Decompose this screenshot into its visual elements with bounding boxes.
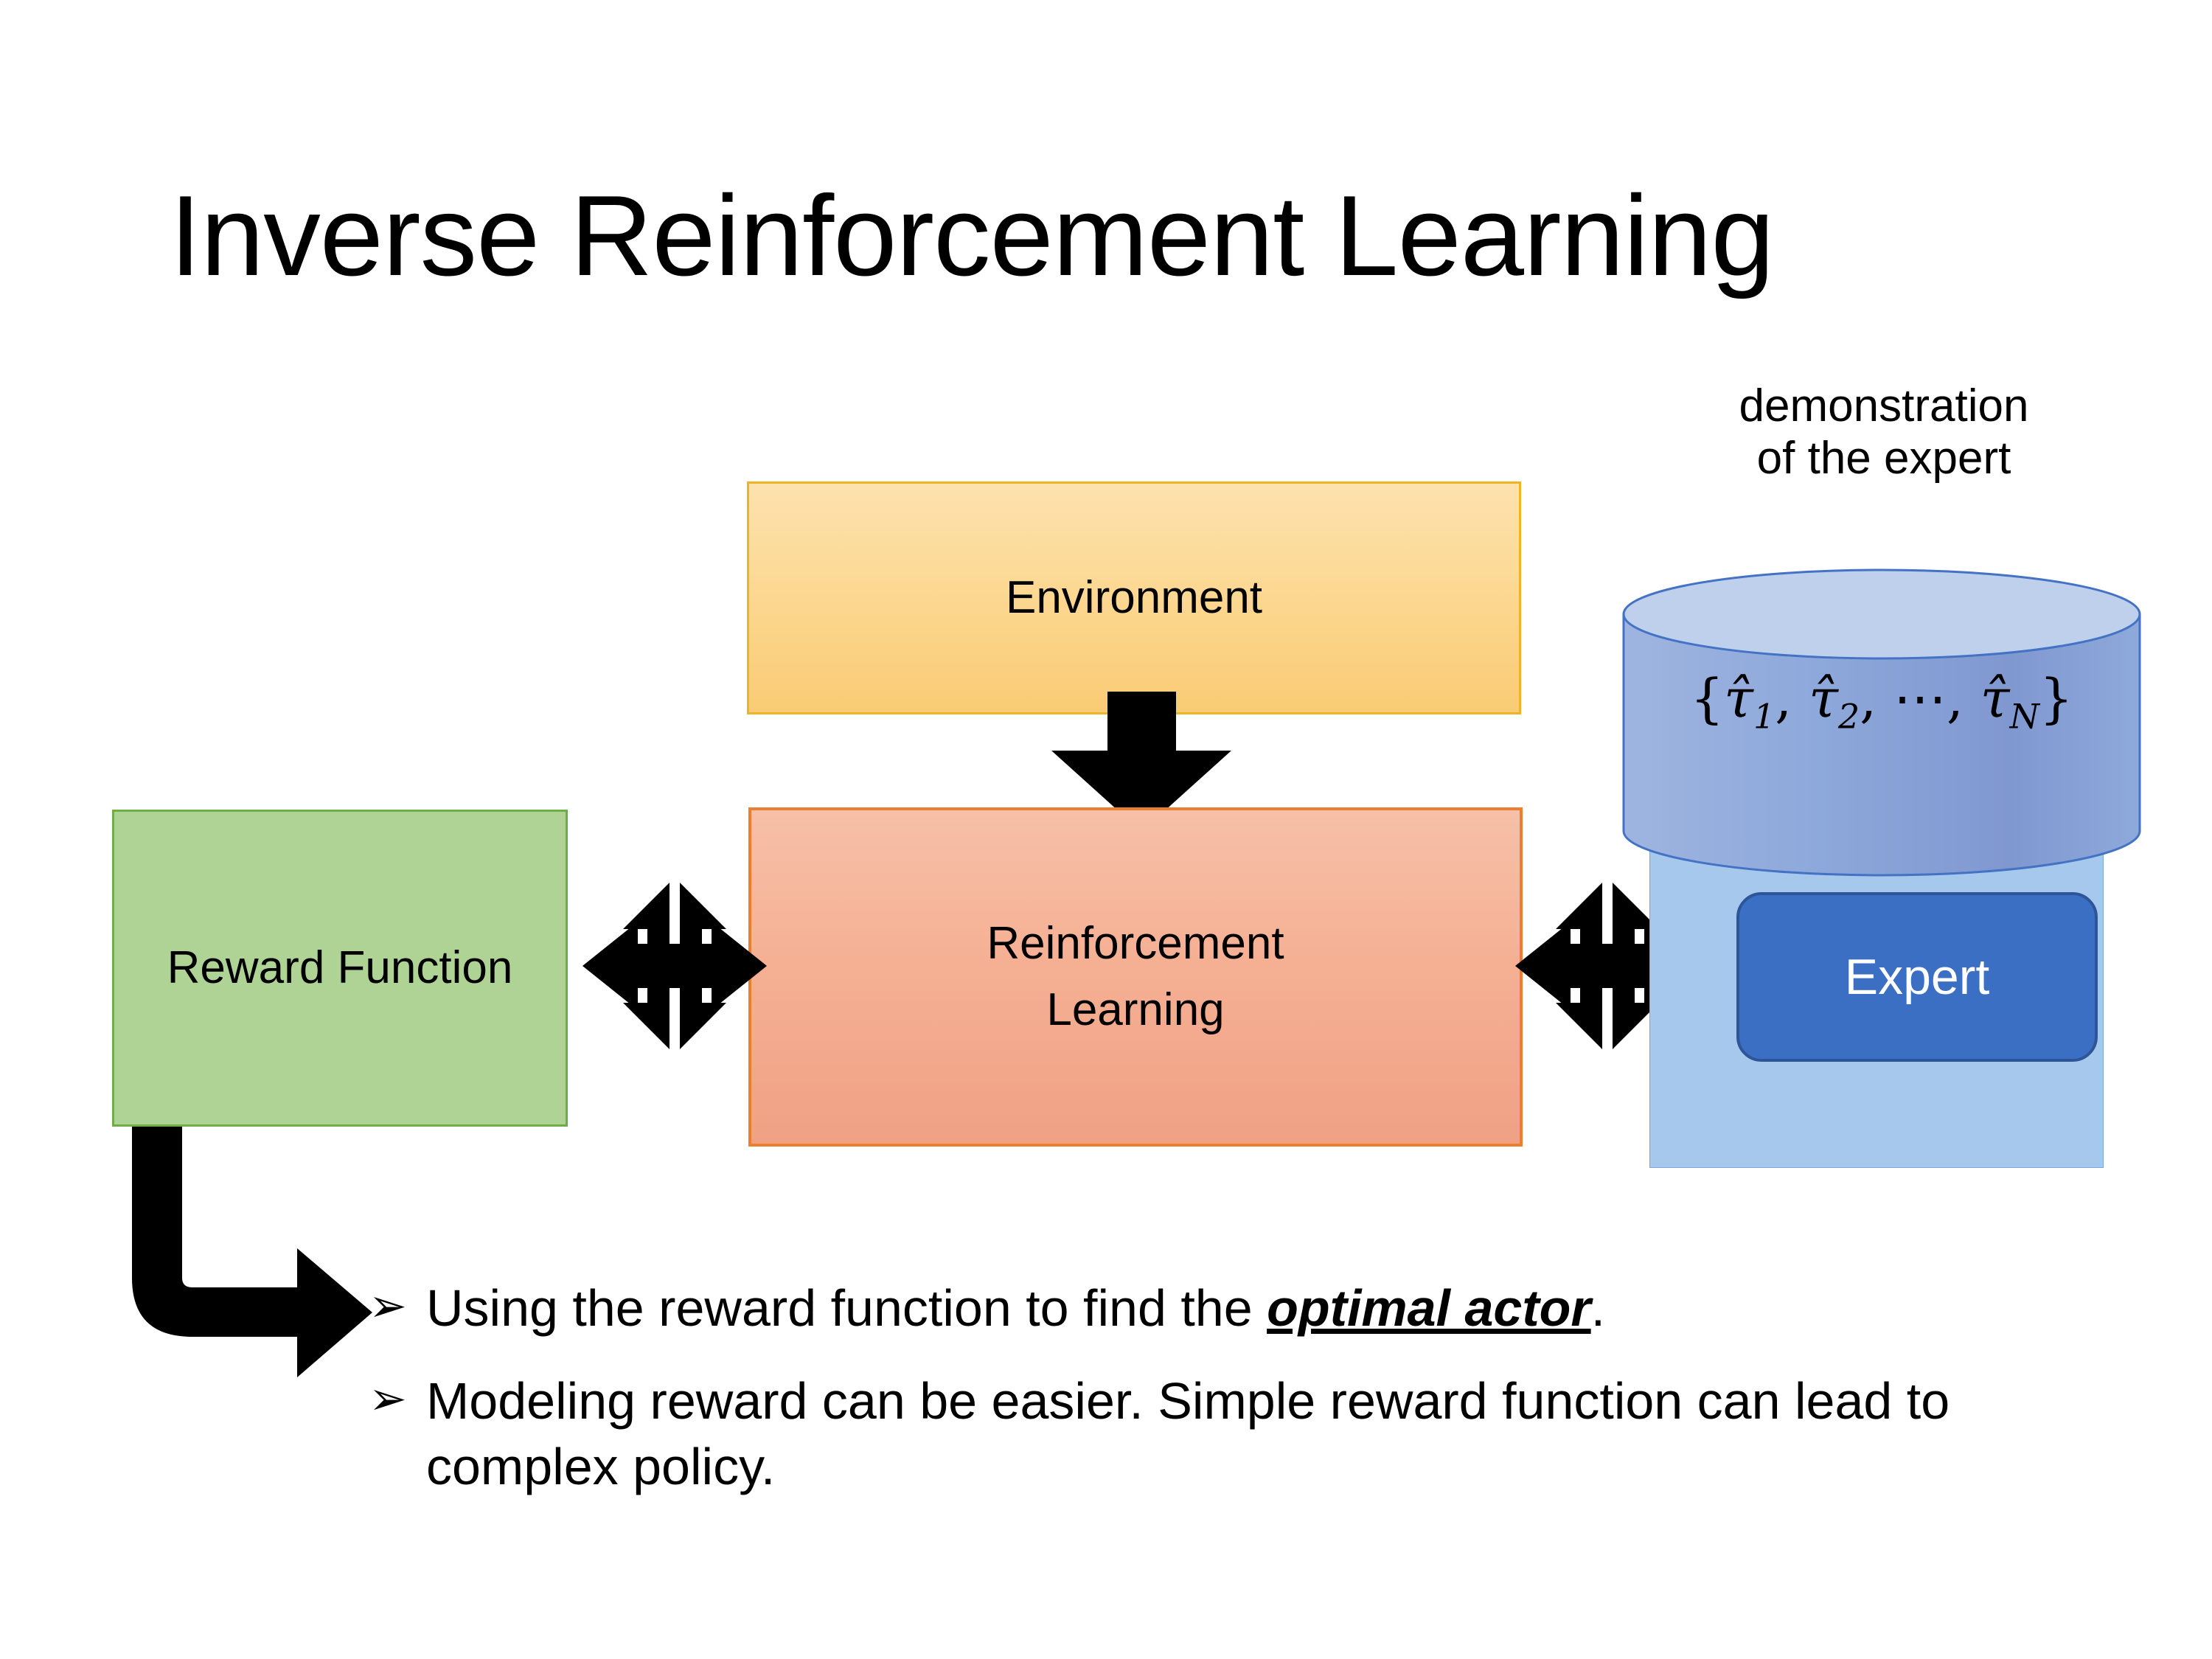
rl-label-line1: Reinforcement (987, 918, 1284, 970)
demonstration-caption-line1: demonstration (1739, 380, 2029, 431)
environment-to-rl-arrow (1051, 692, 1231, 832)
reward-label-line1: Reward (167, 942, 325, 994)
reward-function-box: Reward Function (112, 810, 568, 1127)
reward-to-bullet-elbow-arrow (132, 1127, 372, 1377)
demonstration-caption-line2: of the expert (1756, 433, 2011, 484)
environment-box: Environment (747, 481, 1521, 714)
bullet-text-1: Using the reward function to find the op… (426, 1276, 2087, 1342)
reward-function-label: Reward Function (167, 935, 513, 1001)
bullet-arrow-icon: ➢ (369, 1373, 407, 1425)
comma-3: , (1946, 667, 1964, 729)
reward-to-rl-quad-arrow (582, 883, 767, 1049)
tau-hat-n: τ̂ (1980, 667, 2010, 729)
brace-open: { (1690, 667, 1725, 729)
bullet-1-suffix: . (1590, 1279, 1606, 1337)
brace-close: } (2039, 667, 2073, 729)
reinforcement-learning-label: Reinforcement Learning (987, 911, 1284, 1043)
list-item: ➢ Modeling reward can be easier. Simple … (369, 1368, 2087, 1500)
rl-label-line2: Learning (1046, 984, 1225, 1035)
demonstration-cylinder (1621, 568, 2142, 877)
bullet-1-emphasis: optimal actor (1267, 1279, 1591, 1337)
environment-label: Environment (1005, 572, 1263, 624)
bullet-list: ➢ Using the reward function to find the … (369, 1276, 2087, 1527)
bullet-arrow-icon: ➢ (369, 1281, 407, 1332)
expert-label: Expert (1844, 949, 1990, 1005)
reward-label-line2: Function (337, 942, 513, 994)
tau-sub-1: 1 (1753, 696, 1775, 737)
comma-2: , (1860, 667, 1877, 729)
bullet-1-prefix: Using the reward function to find the (426, 1279, 1267, 1337)
expert-box: Expert (1736, 892, 2098, 1062)
tau-hat-2: τ̂ (1809, 667, 1838, 729)
list-item: ➢ Using the reward function to find the … (369, 1276, 2087, 1342)
tau-sub-n: N (2009, 696, 2039, 737)
ellipsis: ⋯ (1893, 667, 1947, 729)
reinforcement-learning-box: Reinforcement Learning (748, 807, 1523, 1147)
page-title: Inverse Reinforcement Learning (170, 172, 1775, 299)
demonstration-caption: demonstration of the expert (1630, 380, 2138, 485)
tau-hat-1: τ̂ (1724, 667, 1753, 729)
tau-sub-2: 2 (1837, 696, 1860, 737)
bullet-text-2: Modeling reward can be easier. Simple re… (426, 1371, 1950, 1496)
comma-1: , (1775, 667, 1792, 729)
trajectory-set-label: {τ̂1, τ̂2, ⋯, τ̂N} (1621, 667, 2142, 736)
